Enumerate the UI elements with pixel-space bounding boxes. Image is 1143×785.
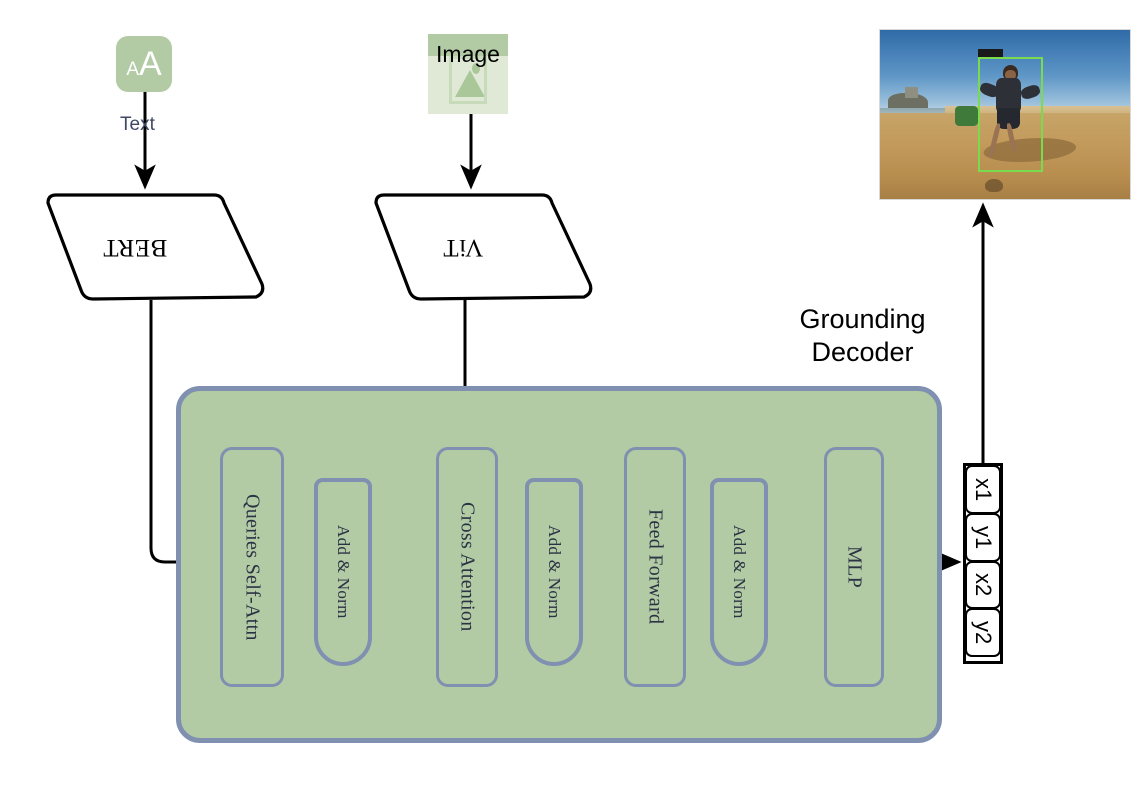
stage-mlp[interactable]: MLP xyxy=(824,447,884,687)
photo-headland-building xyxy=(905,87,918,98)
bert-encoder-label: BERT xyxy=(102,234,168,262)
stage-queries-self-attn[interactable]: Queries Self-Attn xyxy=(220,447,284,687)
text-edge-label: Text xyxy=(120,114,155,135)
stage-feed-forward-label: Feed Forward xyxy=(644,509,667,625)
image-icon-mountain xyxy=(455,70,484,97)
stage-cross-attention[interactable]: Cross Attention xyxy=(436,447,498,687)
stage-add-norm-3-label: Add & Norm xyxy=(730,525,749,619)
stage-add-norm-2[interactable]: Add & Norm xyxy=(525,478,583,666)
grounding-decoder-title-line1: Grounding xyxy=(799,304,926,334)
bbox-cell-x2[interactable]: x2 xyxy=(965,560,1001,610)
bbox-cell-y2-label: y2 xyxy=(971,621,996,645)
image-icon-label: Image xyxy=(436,41,500,67)
bbox-cell-y2[interactable]: y2 xyxy=(965,608,1001,657)
text-icon-glyph-large: A xyxy=(139,45,162,83)
grounding-decoder-title: Grounding Decoder xyxy=(745,303,980,370)
bert-encoder: BERT xyxy=(40,195,230,300)
image-icon-band xyxy=(428,34,508,56)
image-icon-frame xyxy=(449,56,487,104)
stage-add-norm-3[interactable]: Add & Norm xyxy=(710,478,768,666)
bbox-cell-y1-label: y1 xyxy=(971,525,996,549)
bbox-cell-x1[interactable]: x1 xyxy=(965,465,1001,514)
stage-feed-forward[interactable]: Feed Forward xyxy=(624,447,686,687)
grounding-decoder-title-line2: Decoder xyxy=(811,337,914,368)
stage-mlp-label: MLP xyxy=(843,545,866,589)
photo-bbox-tag xyxy=(977,48,1003,58)
photo-person-torso xyxy=(996,78,1022,112)
vit-encoder: ViT xyxy=(368,195,558,300)
stage-cross-attention-label: Cross Attention xyxy=(456,502,479,632)
stage-queries-self-attn-label: Queries Self-Attn xyxy=(241,493,264,641)
bbox-output-group: x1 y1 x2 y2 xyxy=(963,463,1003,664)
stage-add-norm-2-label: Add & Norm xyxy=(545,525,564,619)
photo-person-face xyxy=(1005,70,1016,81)
output-photo xyxy=(879,29,1131,200)
stage-add-norm-1[interactable]: Add & Norm xyxy=(314,478,372,666)
photo-detection-bbox xyxy=(977,57,1043,172)
text-aa-icon: AA xyxy=(116,36,172,92)
bbox-cell-x1-label: x1 xyxy=(971,477,996,501)
stage-add-norm-1-label: Add & Norm xyxy=(334,525,353,619)
image-icon-sun xyxy=(472,63,480,74)
photo-footprint xyxy=(985,178,1003,193)
bbox-cell-y1[interactable]: y1 xyxy=(965,512,1001,562)
grounding-decoder-panel xyxy=(176,386,942,743)
text-icon-glyph-small: A xyxy=(126,59,139,80)
photo-headland xyxy=(887,92,928,112)
photo-kite xyxy=(955,106,978,127)
bbox-cell-x2-label: x2 xyxy=(971,573,996,597)
photo-person-shorts xyxy=(997,108,1021,129)
image-picture-icon xyxy=(428,34,508,114)
vit-encoder-label: ViT xyxy=(442,234,484,262)
photo-person xyxy=(978,65,1042,159)
